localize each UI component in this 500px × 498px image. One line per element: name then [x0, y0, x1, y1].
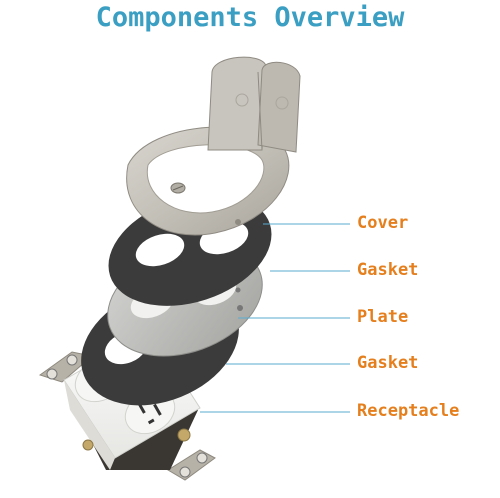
label-gasket-bottom: Gasket [357, 353, 419, 373]
label-plate: Plate [357, 307, 409, 327]
label-receptacle: Receptacle [357, 401, 460, 421]
label-gasket-top: Gasket [357, 260, 419, 280]
page-title: Components Overview [95, 2, 405, 33]
label-cover: Cover [357, 213, 409, 233]
cover-part [126, 56, 301, 236]
